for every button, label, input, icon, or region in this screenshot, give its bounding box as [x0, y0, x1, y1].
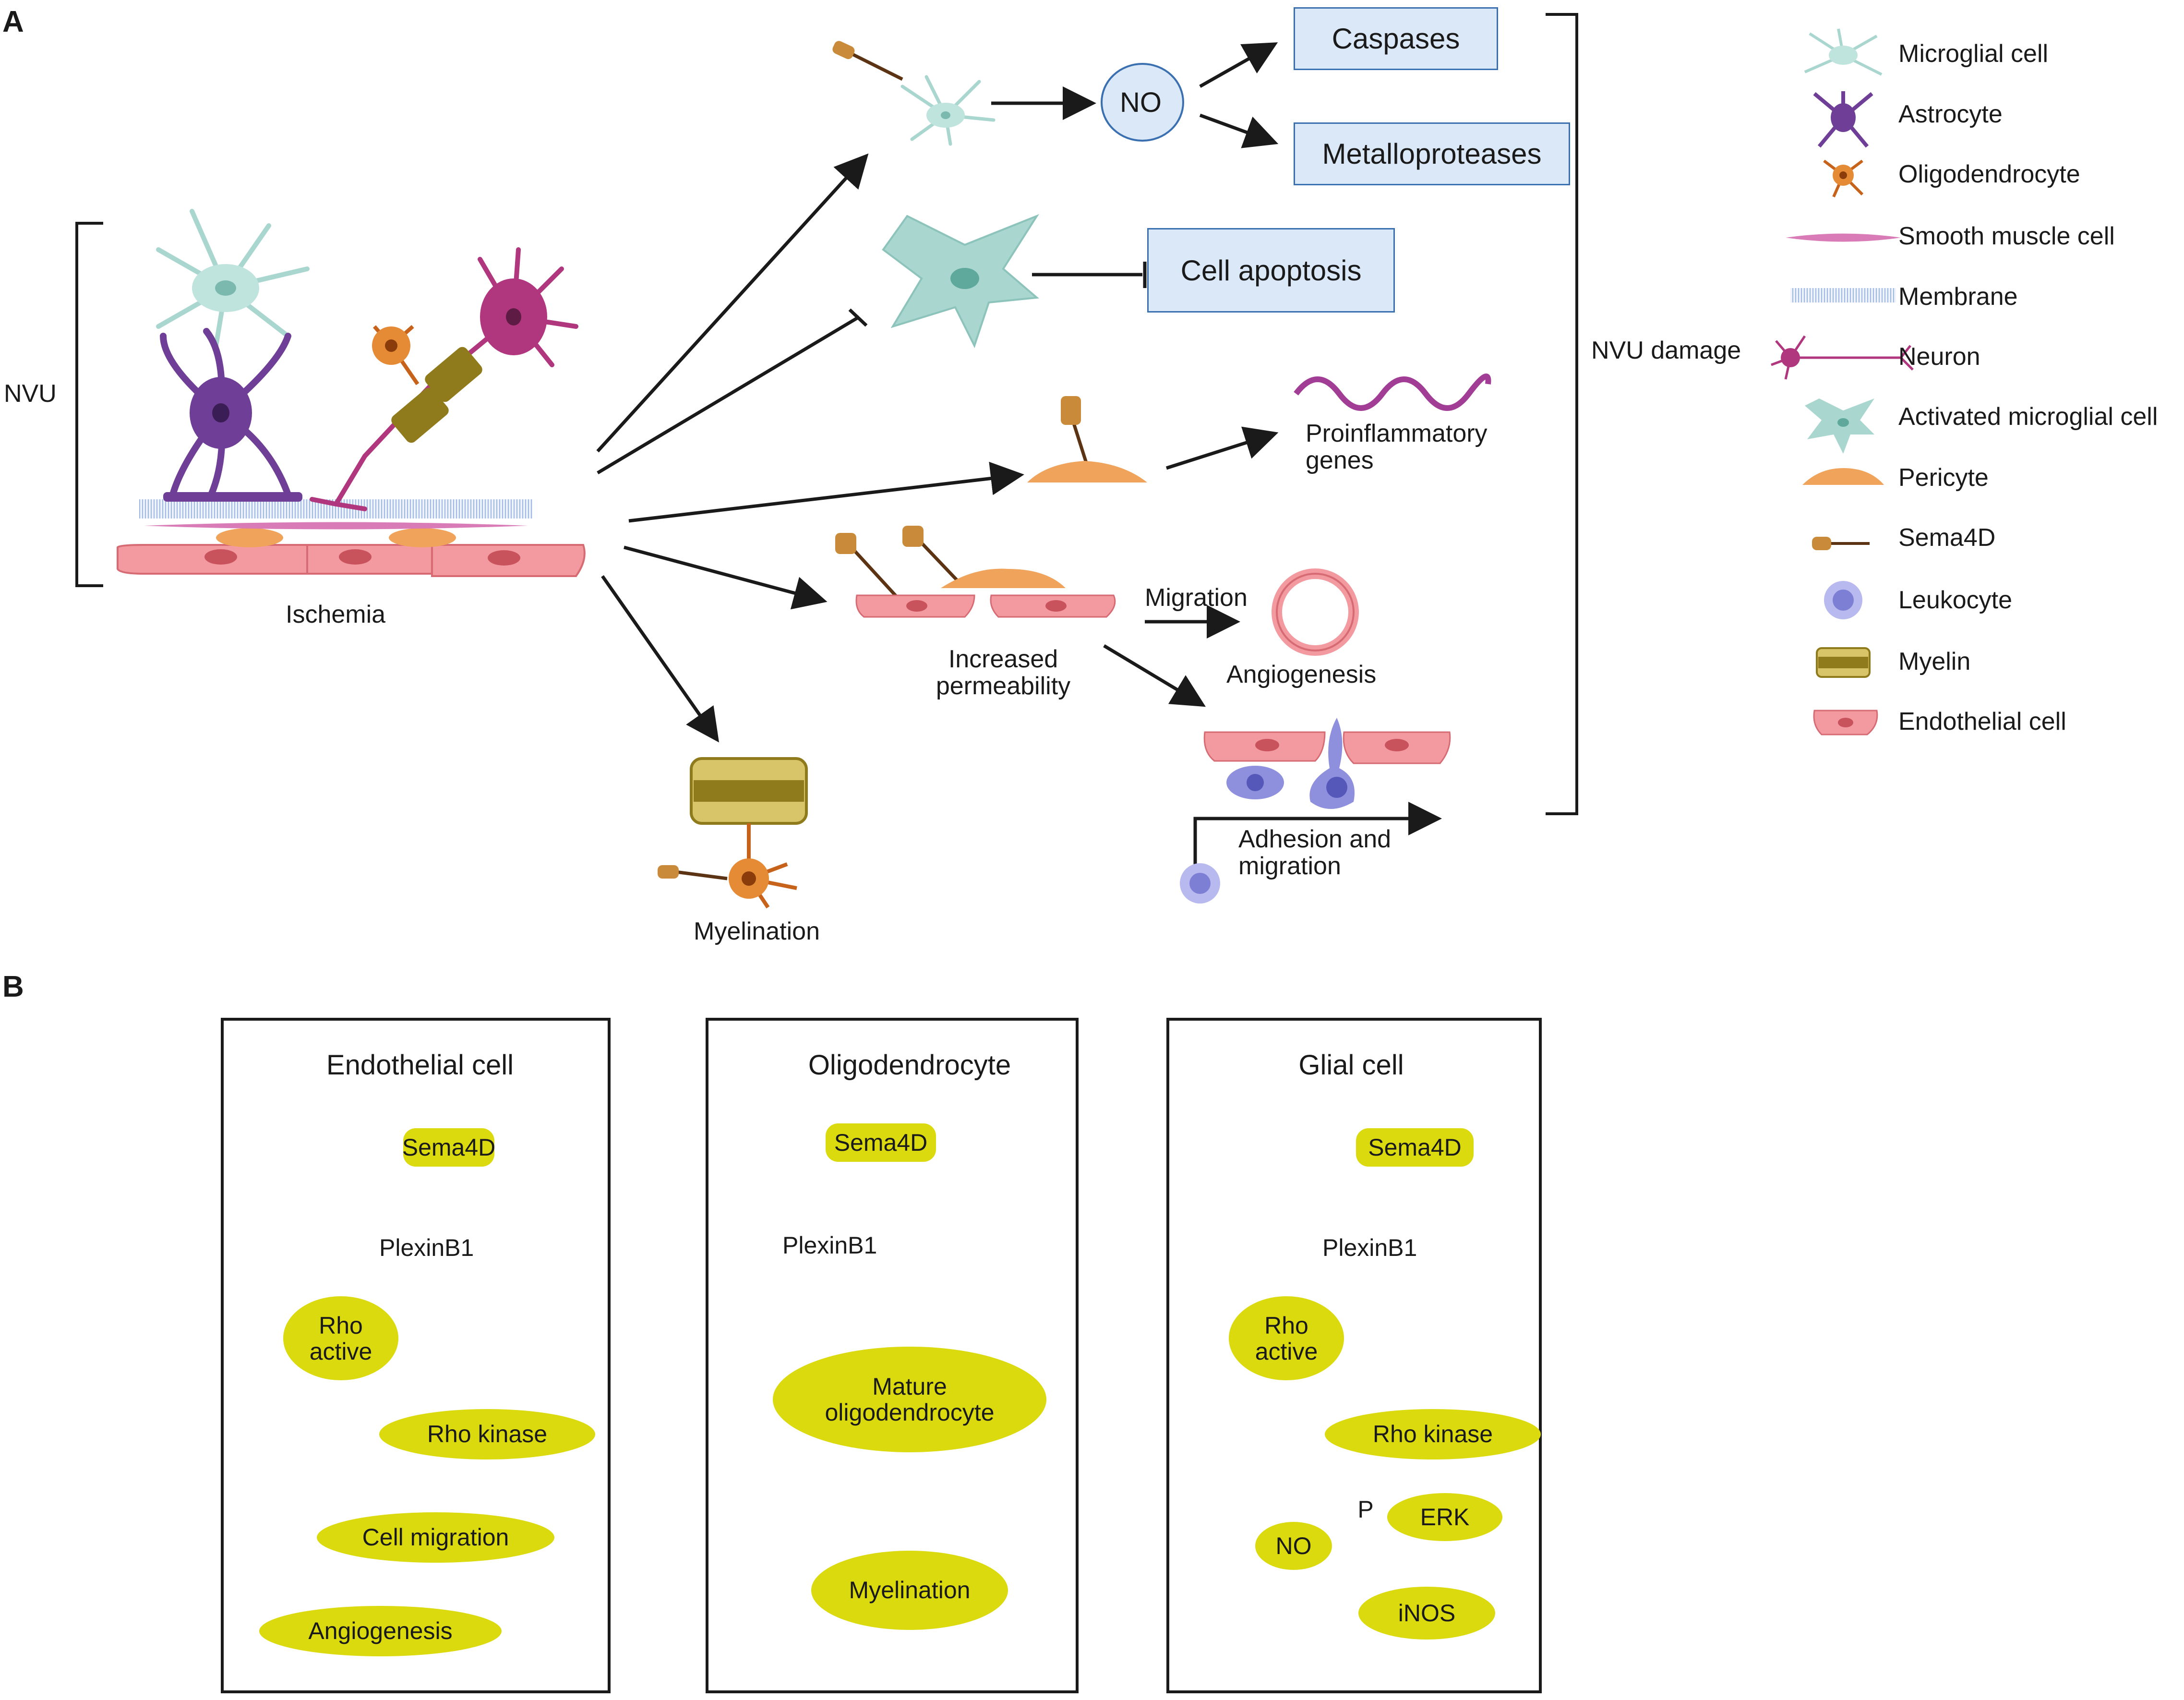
proinflammatory-wave: [1294, 374, 1491, 411]
nvu-bracket: [75, 222, 103, 587]
migration-label: Migration: [1145, 584, 1248, 612]
mature-oligodendrocyte: Mature oligodendrocyte: [773, 1347, 1046, 1452]
glial-sema4d: Sema4D: [1356, 1128, 1474, 1167]
endothelial-angiogenesis: Angiogenesis: [259, 1606, 502, 1656]
nvu-damage-label: NVU damage: [1591, 337, 1741, 364]
legend-myelin-label: Myelin: [1898, 648, 1971, 675]
glial-rho-active: Rho active: [1229, 1296, 1344, 1380]
oligodendrocyte-sema4d: Sema4D: [826, 1123, 936, 1162]
legend-icons: [1771, 28, 1914, 735]
endothelial-panel: [221, 1018, 611, 1693]
panel-a-letter: A: [2, 5, 24, 38]
endothelial-rho-kinase: Rho kinase: [379, 1409, 595, 1459]
glial-no: NO: [1255, 1522, 1332, 1570]
no-label: NO: [1120, 87, 1162, 118]
pericyte-mid: [1027, 461, 1147, 482]
endothelial-plexin: PlexinB1: [379, 1234, 474, 1261]
nvu-damage-bracket: [1546, 13, 1578, 815]
endothelial-sema4d: Sema4D: [402, 1128, 495, 1167]
endothelial-cell-migration: Cell migration: [317, 1512, 554, 1563]
legend-pericyte-label: Pericyte: [1898, 464, 1989, 492]
nvu-label: NVU: [4, 380, 57, 408]
legend-smooth-muscle-label: Smooth muscle cell: [1898, 222, 2115, 250]
legend-oligodendrocyte-label: Oligodendrocyte: [1898, 160, 2080, 188]
no-bubble: [1101, 63, 1184, 142]
legend-microglial-label: Microglial cell: [1898, 40, 2049, 68]
legend-neuron-label: Neuron: [1898, 343, 1980, 371]
glial-rho-kinase: Rho kinase: [1325, 1409, 1541, 1459]
phospho-label: P: [1357, 1496, 1374, 1523]
legend-leukocyte-label: Leukocyte: [1898, 586, 2013, 614]
proinflammatory-label: Proinflammatory genes: [1306, 420, 1488, 475]
cell-apoptosis-box: Cell apoptosis: [1147, 228, 1395, 313]
increased-permeability-label: Increased permeability: [936, 645, 1071, 700]
myelination-label: Myelination: [694, 917, 820, 945]
panel-b-letter: B: [2, 970, 24, 1003]
ischemia-label: Ischemia: [286, 601, 386, 628]
legend-membrane-label: Membrane: [1898, 283, 2018, 311]
adhesion-label: Adhesion and migration: [1238, 825, 1392, 880]
glial-inos: iNOS: [1358, 1587, 1495, 1640]
oligodendrocyte-plexin: PlexinB1: [782, 1232, 877, 1259]
endothelial-title: Endothelial cell: [326, 1049, 514, 1081]
endothelial-rho-active: Rho active: [283, 1296, 398, 1380]
legend-astrocyte-label: Astrocyte: [1898, 100, 2003, 128]
legend-sema4d-label: Sema4D: [1898, 524, 1996, 552]
caspases-box: Caspases: [1294, 7, 1498, 70]
metalloproteases-box: Metalloproteases: [1294, 122, 1570, 185]
nvu-arrows: [596, 153, 1024, 743]
glial-erk: ERK: [1387, 1493, 1502, 1541]
glial-title: Glial cell: [1298, 1049, 1404, 1081]
permeability-cells: [835, 526, 1116, 618]
adhesion-cells: [1203, 718, 1451, 809]
nvu-smooth-muscle: [144, 522, 528, 530]
nvu-pericytes: [216, 528, 456, 547]
legend-endothelial-label: Endothelial cell: [1898, 708, 2066, 735]
angiogenesis-label: Angiogenesis: [1226, 661, 1377, 688]
nvu-endothelial-layer: [117, 544, 586, 577]
legend-activated-microglial-label: Activated microglial cell: [1898, 403, 2158, 431]
oligodendrocyte-title: Oligodendrocyte: [808, 1049, 1011, 1081]
glial-plexin: PlexinB1: [1322, 1234, 1417, 1261]
glial-panel: [1166, 1018, 1542, 1693]
oligodendrocyte-myelination: Myelination: [811, 1551, 1008, 1630]
